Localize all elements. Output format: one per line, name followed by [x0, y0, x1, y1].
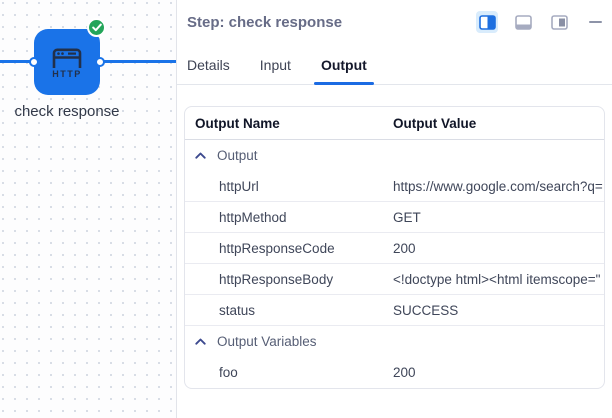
- output-name: status: [219, 302, 256, 318]
- output-name: httpUrl: [219, 178, 259, 194]
- panel-title: Step: check response: [187, 13, 343, 31]
- tab-input[interactable]: Input: [259, 56, 291, 73]
- table-row: httpResponseBody <!doctype html><html it…: [185, 264, 604, 295]
- group-label: Output: [217, 148, 258, 163]
- minimize-icon[interactable]: [584, 11, 606, 33]
- node-input-port[interactable]: [29, 56, 39, 67]
- tab-output[interactable]: Output: [313, 45, 374, 85]
- output-value: 200: [393, 365, 416, 380]
- browser-window-icon: [52, 48, 82, 68]
- http-step-node[interactable]: HTTP: [34, 29, 100, 95]
- output-name: httpResponseBody: [219, 271, 334, 287]
- output-name: httpMethod: [219, 209, 287, 225]
- connector-edge-left: [0, 60, 34, 63]
- table-row: httpResponseCode 200: [185, 233, 604, 264]
- bottom-panel-icon[interactable]: [512, 11, 534, 33]
- node-output-port[interactable]: [95, 56, 105, 67]
- output-name: foo: [219, 365, 238, 380]
- column-header-output-name: Output Name: [195, 115, 280, 131]
- output-value: SUCCESS: [393, 302, 459, 318]
- table-row: foo 200: [185, 357, 604, 388]
- detail-tabs: Details Input Output: [177, 45, 612, 85]
- output-value: GET: [393, 209, 421, 225]
- table-header-row: Output Name Output Value: [185, 107, 604, 140]
- step-detail-panel: Step: check response: [176, 0, 612, 418]
- tab-details[interactable]: Details: [187, 56, 230, 73]
- node-name-label: check response: [14, 103, 120, 120]
- output-value: 200: [393, 240, 416, 256]
- output-name: httpResponseCode: [219, 240, 335, 256]
- split-view-icon[interactable]: [476, 11, 498, 33]
- workflow-canvas[interactable]: HTTP check response: [0, 0, 176, 418]
- output-value: <!doctype html><html itemscope=": [393, 271, 601, 287]
- output-value: https://www.google.com/search?q=: [393, 178, 603, 194]
- panel-header-actions: [476, 11, 606, 33]
- output-table: Output Name Output Value Output httpUrl …: [184, 106, 605, 389]
- table-row: httpMethod GET: [185, 202, 604, 233]
- panel-header: Step: check response: [177, 0, 612, 34]
- connector-edge-right: [100, 60, 176, 63]
- group-row-output-variables[interactable]: Output Variables: [185, 326, 604, 357]
- node-type-label: HTTP: [52, 68, 82, 79]
- chevron-up-icon[interactable]: [195, 152, 206, 159]
- chevron-up-icon[interactable]: [195, 338, 206, 345]
- success-check-badge: [87, 18, 106, 37]
- column-header-output-value: Output Value: [393, 115, 477, 131]
- right-panel-icon[interactable]: [548, 11, 570, 33]
- table-row: httpUrl https://www.google.com/search?q=: [185, 171, 604, 202]
- table-row: status SUCCESS: [185, 295, 604, 326]
- group-label: Output Variables: [217, 334, 317, 349]
- group-row-output[interactable]: Output: [185, 140, 604, 171]
- check-icon: [91, 23, 102, 32]
